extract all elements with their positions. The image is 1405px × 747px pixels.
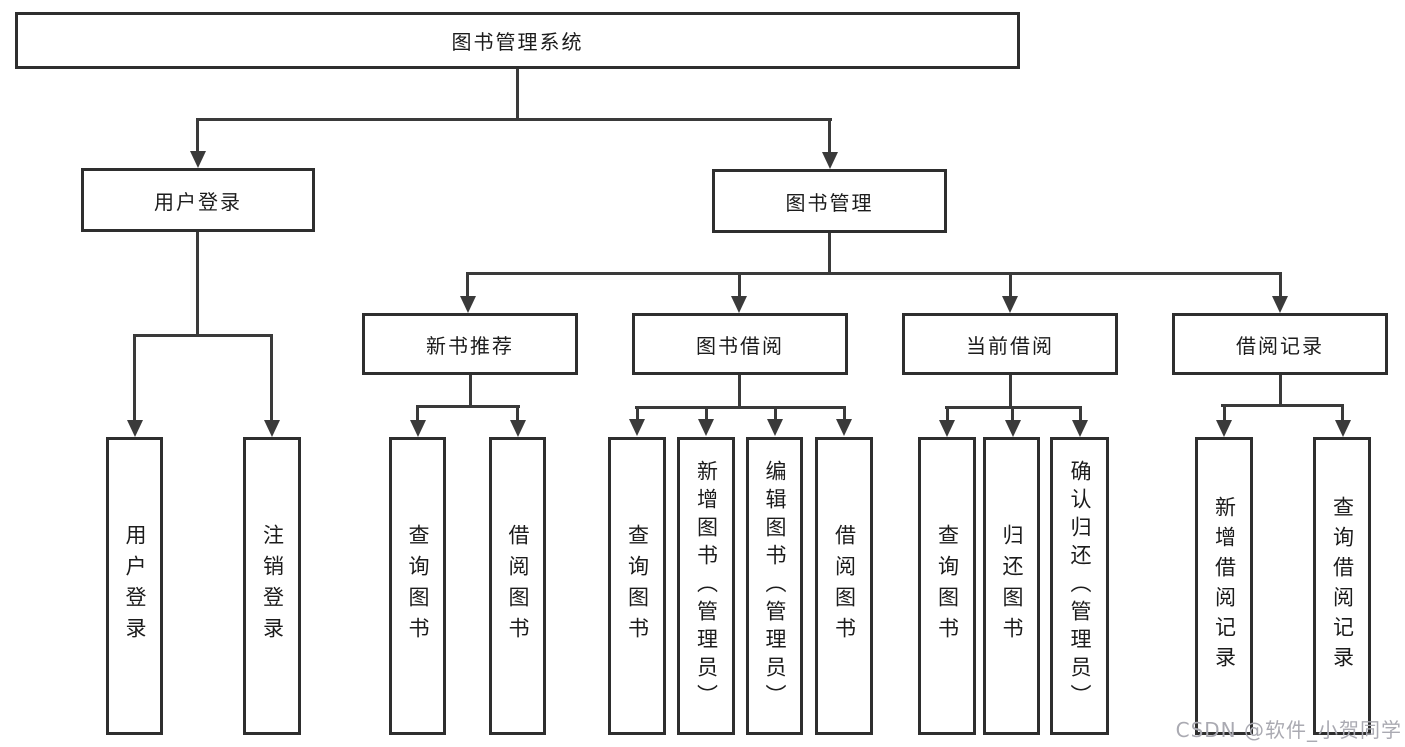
node-label: 注销登录	[260, 524, 285, 648]
connector-line	[1279, 375, 1282, 407]
arrow-head	[767, 419, 783, 436]
node-label: 借阅图书	[506, 524, 530, 648]
connector-line	[1011, 406, 1014, 422]
connector-line	[1221, 404, 1344, 407]
connector-line	[1009, 272, 1012, 298]
connector-line	[946, 406, 949, 422]
connector-line	[196, 232, 199, 336]
connector-line	[466, 272, 469, 298]
arrow-head	[410, 420, 426, 437]
arrow-head	[127, 420, 143, 437]
arrow-head	[460, 296, 476, 313]
connector-line	[133, 334, 273, 337]
node-borrow-records: 借阅记录	[1172, 313, 1388, 375]
connector-line	[635, 406, 845, 409]
connector-line	[516, 405, 519, 422]
node-label: 新书推荐	[426, 333, 514, 358]
connector-line	[1279, 272, 1282, 298]
arrow-head	[510, 420, 526, 437]
arrow-head	[822, 152, 838, 169]
node-label: 用户登录	[154, 189, 242, 214]
connector-line	[1079, 406, 1082, 422]
leaf-query-books-borrowing: 查询图书	[608, 437, 666, 735]
connector-line	[774, 406, 777, 420]
leaf-return-books: 归还图书	[983, 437, 1040, 735]
node-label: 图书借阅	[696, 333, 784, 358]
node-label: 查询图书	[935, 524, 960, 648]
leaf-logout: 注销登录	[243, 437, 301, 735]
arrow-head	[1335, 420, 1351, 437]
leaf-user-login: 用户登录	[106, 437, 163, 735]
connector-line	[270, 334, 273, 422]
leaf-add-books-admin: 新增图书（管理员）	[677, 437, 735, 735]
node-root: 图书管理系统	[15, 12, 1020, 69]
connector-line	[738, 375, 741, 409]
leaf-query-books-current: 查询图书	[918, 437, 976, 735]
leaf-borrow-books-recommend: 借阅图书	[489, 437, 546, 735]
csdn-watermark: CSDN @软件_小贺同学	[1175, 718, 1402, 742]
connector-line	[828, 233, 831, 275]
connector-line	[1223, 404, 1226, 422]
arrow-head	[1272, 296, 1288, 313]
connector-line	[416, 405, 419, 422]
arrow-head	[629, 419, 645, 436]
node-label: 查询图书	[406, 524, 430, 648]
node-label: 借阅图书	[832, 524, 857, 648]
node-label: 查询借阅记录	[1330, 496, 1355, 676]
connector-line	[196, 118, 832, 121]
connector-line	[843, 406, 846, 420]
node-user-login: 用户登录	[81, 168, 315, 232]
node-label: 借阅记录	[1236, 333, 1324, 358]
node-new-book-recommend: 新书推荐	[362, 313, 578, 375]
arrow-head	[939, 420, 955, 437]
arrow-head	[1005, 420, 1021, 437]
connector-line	[416, 405, 520, 408]
node-label: 用户登录	[123, 524, 147, 648]
connector-line	[469, 375, 472, 408]
node-current-borrowing: 当前借阅	[902, 313, 1118, 375]
connector-line	[636, 406, 639, 420]
connector-line	[1341, 404, 1344, 422]
node-label: 查询图书	[625, 524, 650, 648]
node-label: 图书管理系统	[451, 30, 584, 54]
node-label: 确认归还（管理员）	[1068, 460, 1092, 712]
connector-line	[133, 334, 136, 422]
node-label: 新增图书（管理员）	[694, 460, 719, 712]
leaf-borrow-books-borrowing: 借阅图书	[815, 437, 873, 735]
node-label: 图书管理	[785, 190, 874, 215]
node-label: 当前借阅	[966, 333, 1054, 358]
arrow-head	[836, 419, 852, 436]
connector-line	[705, 406, 708, 420]
connector-line	[828, 118, 831, 153]
arrow-head	[731, 296, 747, 313]
leaf-query-books-recommend: 查询图书	[389, 437, 446, 735]
arrow-head	[1002, 296, 1018, 313]
connector-line	[1009, 375, 1012, 409]
node-label: 归还图书	[1000, 524, 1024, 648]
arrow-head	[190, 151, 206, 168]
arrow-head	[264, 420, 280, 437]
arrow-head	[1216, 420, 1232, 437]
node-label: 新增借阅记录	[1212, 496, 1237, 676]
node-book-management: 图书管理	[712, 169, 947, 233]
connector-line	[466, 272, 1281, 275]
leaf-query-borrow-record: 查询借阅记录	[1313, 437, 1371, 735]
leaf-add-borrow-record: 新增借阅记录	[1195, 437, 1253, 735]
leaf-confirm-return-admin: 确认归还（管理员）	[1050, 437, 1109, 735]
connector-line	[196, 118, 199, 153]
node-label: 编辑图书（管理员）	[763, 460, 787, 712]
node-book-borrowing: 图书借阅	[632, 313, 848, 375]
connector-line	[738, 272, 741, 298]
arrow-head	[1072, 420, 1088, 437]
leaf-edit-books-admin: 编辑图书（管理员）	[746, 437, 803, 735]
connector-line	[516, 68, 519, 120]
arrow-head	[698, 419, 714, 436]
